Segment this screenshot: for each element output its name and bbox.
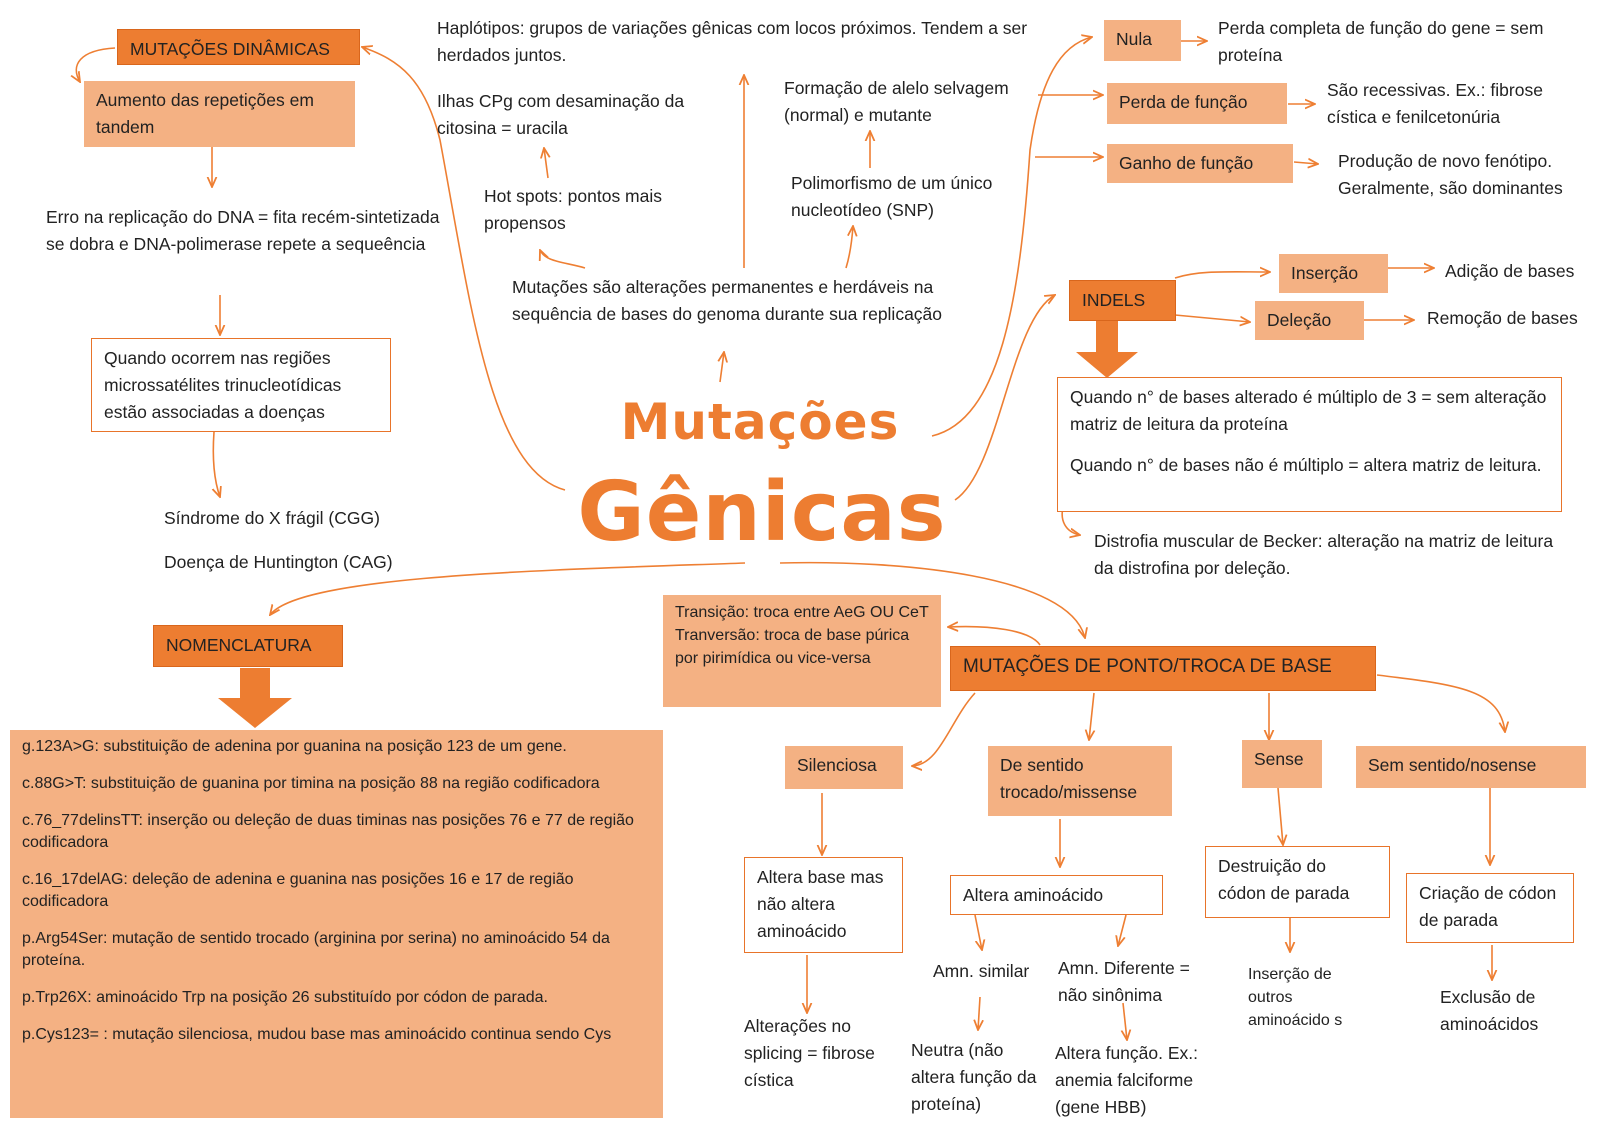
- mutacoes-ponto-box: MUTAÇÕES DE PONTO/TROCA DE BASE: [950, 646, 1376, 691]
- amn-diferente-text: Amn. Diferente = não sinônima: [1058, 958, 1190, 1005]
- link-altera-dif: [1118, 914, 1127, 946]
- splicing-text: Alterações no splicing = fibrose cística: [744, 1016, 875, 1090]
- link-center-ponto: [779, 561, 1085, 638]
- title-mutacoes: Mutações: [620, 393, 900, 451]
- nula-desc-text: Perda completa de função do gene = sem p…: [1218, 18, 1544, 65]
- exclusao-text: Exclusão de aminoácidos: [1440, 987, 1539, 1034]
- delecao-box: Deleção: [1255, 301, 1364, 340]
- link-center-indels: [954, 295, 1055, 501]
- link-ponto-silenciosa: [912, 692, 976, 766]
- link-micro-xfragil: [213, 431, 220, 497]
- link-indels-insercao: [1174, 272, 1270, 279]
- nomenclatura-item: p.Arg54Ser: mutação de sentido trocado (…: [22, 930, 610, 969]
- criacao-box: Criação de códon de parada: [1406, 873, 1574, 943]
- nomenclatura-item: c.88G>T: substituição de guanina por tim…: [22, 775, 600, 792]
- link-ganho-desc: [1293, 162, 1318, 164]
- missense-box: De sentido trocado/missense: [988, 746, 1172, 816]
- sense-box: Sense: [1242, 740, 1322, 788]
- silenciosa-box: Silenciosa: [785, 746, 903, 789]
- transicao-box: Transição: troca entre AeG OU CeT Tranve…: [663, 595, 941, 707]
- link-hot-ilhas: [544, 148, 548, 179]
- link-center-nomenclatura: [270, 562, 746, 615]
- altera-funcao-text: Altera função. Ex.: anemia falciforme (g…: [1055, 1043, 1198, 1117]
- insercao-aminoacidos-text: Inserção de outros aminoácido s: [1248, 966, 1343, 1029]
- hot-spots-text: Hot spots: pontos mais propensos: [484, 186, 662, 233]
- transversao-text: Tranversão: troca de base púrica por pir…: [675, 627, 910, 667]
- microssatelites-box: Quando ocorrem nas regiões microssatélit…: [91, 338, 391, 432]
- ganho-desc-text: Produção de novo fenótipo. Geralmente, s…: [1338, 151, 1563, 198]
- nomenclatura-item: p.Trp26X: aminoácido Trp na posição 26 s…: [22, 989, 548, 1006]
- amn-similar-text: Amn. similar: [933, 961, 1030, 981]
- link-title-def: [720, 352, 724, 383]
- insercao-box: Inserção: [1279, 254, 1388, 293]
- haplotipos-text: Haplótipos: grupos de variações gênicas …: [437, 18, 1028, 65]
- title-genicas: Gênicas: [577, 465, 947, 560]
- nomenclatura-item: p.Cys123= : mutação silenciosa, mudou ba…: [22, 1026, 612, 1043]
- definicao-text: Mutações são alterações permanentes e he…: [512, 277, 943, 324]
- indels-down-arrow: [1076, 320, 1138, 378]
- indels-rules-box: Quando n° de bases alterado é múltiplo d…: [1057, 377, 1562, 512]
- erro-replicacao-text: Erro na replicação do DNA = fita recém-s…: [46, 207, 440, 254]
- mutacoes-dinamicas-box: MUTAÇÕES DINÂMICAS: [117, 29, 360, 65]
- insercao-desc-text: Adição de bases: [1445, 261, 1575, 281]
- nula-box: Nula: [1104, 20, 1181, 61]
- indels-box: INDELS: [1069, 280, 1176, 321]
- altera-aminoacido-box: Altera aminoácido: [950, 875, 1163, 915]
- link-indels-delecao: [1174, 314, 1250, 322]
- nonsense-box: Sem sentido/nosense: [1356, 746, 1586, 788]
- becker-text: Distrofia muscular de Becker: alteração …: [1094, 531, 1554, 578]
- link-similar-neutra: [978, 996, 980, 1030]
- silenciosa-desc-box: Altera base mas não altera aminoácido: [744, 857, 903, 953]
- x-fragil-text: Síndrome do X frágil (CGG): [164, 508, 380, 528]
- alelo-text: Formação de alelo selvagem (normal) e mu…: [784, 78, 1009, 125]
- perda-box: Perda de função: [1107, 83, 1287, 124]
- aumento-repeticoes-box: Aumento das repetições em tandem: [84, 81, 355, 147]
- link-ponto-transicao: [948, 627, 1041, 646]
- link-dinamicas-aumento: [76, 47, 116, 82]
- link-center-nula: [931, 37, 1092, 437]
- link-ponto-missense: [1089, 692, 1094, 740]
- link-center-dinamicas: [362, 47, 566, 491]
- nomenclatura-down-arrow: [218, 668, 292, 728]
- destruicao-box: Destruição do códon de parada: [1205, 846, 1390, 918]
- link-altera-similar: [974, 914, 982, 950]
- nomenclatura-list: g.123A>G: substituição de adenina por gu…: [10, 730, 663, 1118]
- perda-desc-text: São recessivas. Ex.: fibrose cística e f…: [1327, 80, 1543, 127]
- indels-nao-multiplo-text: Quando n° de bases não é múltiplo = alte…: [1070, 455, 1542, 475]
- snp-text: Polimorfismo de um único nucleotídeo (SN…: [791, 173, 993, 220]
- ganho-box: Ganho de função: [1107, 144, 1293, 183]
- indels-multiplo-text: Quando n° de bases alterado é múltiplo d…: [1070, 387, 1547, 434]
- transicao-text: Transição: troca entre AeG OU CeT: [675, 604, 929, 621]
- nomenclatura-item: c.76_77delinsTT: inserção ou deleção de …: [22, 812, 634, 851]
- huntington-text: Doença de Huntington (CAG): [164, 552, 393, 572]
- nomenclatura-item: c.16_17delAG: deleção de adenina e guani…: [22, 871, 574, 910]
- link-ponto-nonsense: [1376, 674, 1505, 732]
- ilhas-cpg-text: Ilhas CPg com desaminação da citosina = …: [437, 91, 685, 138]
- link-def-hotspot: [540, 250, 586, 269]
- nomenclatura-box: NOMENCLATURA: [153, 625, 343, 667]
- link-sense-destr: [1278, 787, 1283, 845]
- delecao-desc-text: Remoção de bases: [1427, 308, 1578, 328]
- link-dif-funcao: [1123, 1002, 1127, 1040]
- nomenclatura-item: g.123A>G: substituição de adenina por gu…: [22, 738, 567, 755]
- link-def-snp: [845, 226, 853, 269]
- neutra-text: Neutra (não altera função da proteína): [911, 1040, 1037, 1114]
